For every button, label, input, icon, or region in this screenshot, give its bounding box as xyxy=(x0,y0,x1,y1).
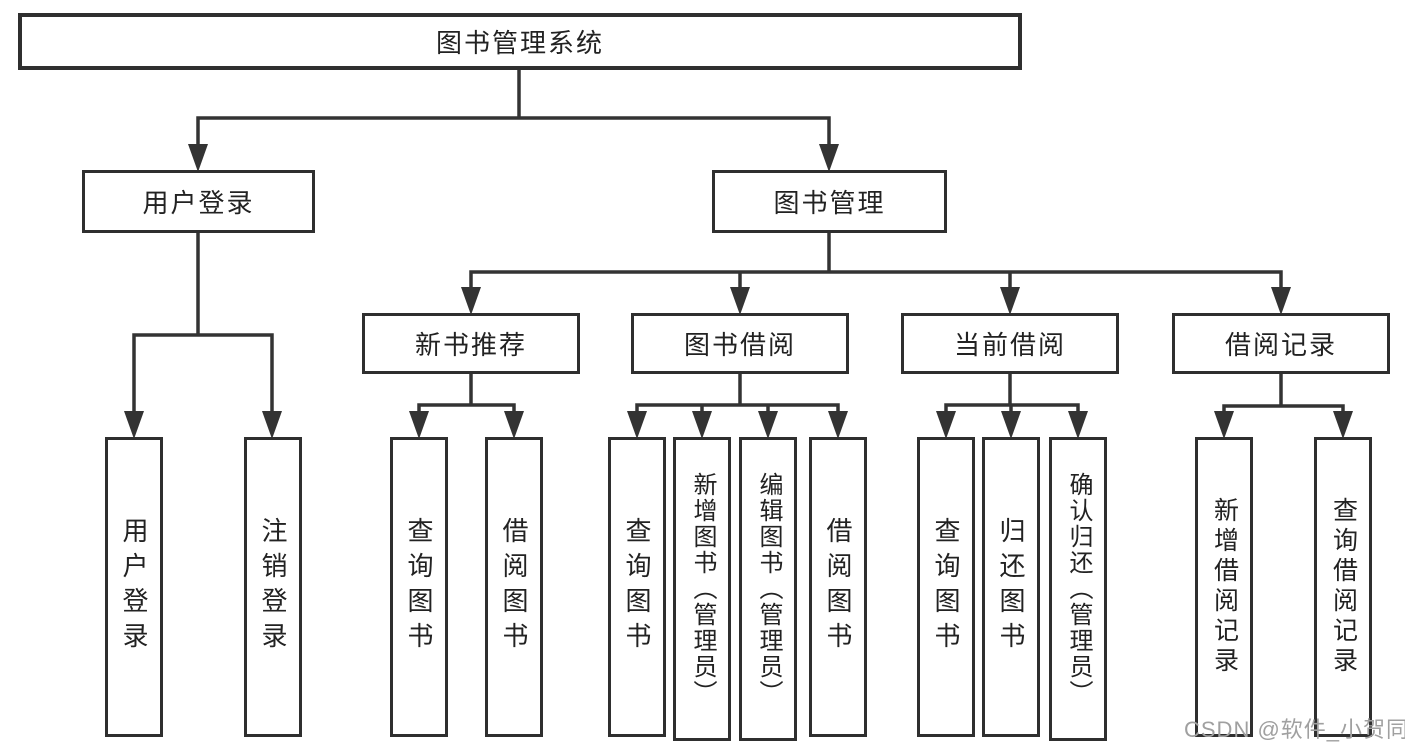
node-label: 图书管理 xyxy=(773,188,886,218)
arrowheads-current xyxy=(936,411,1088,439)
arrowhead-icon xyxy=(1271,287,1291,315)
arrowhead-icon xyxy=(1068,411,1088,439)
arrowhead-icon xyxy=(262,411,282,439)
arrowhead-icon xyxy=(828,411,848,439)
node-label: 图书管理系统 xyxy=(435,28,604,58)
arrowheads-record xyxy=(1214,411,1353,439)
leaf-borrow-books: 借阅图书 xyxy=(809,437,867,737)
arrowheads-root xyxy=(188,144,839,172)
node-label: 查询借阅记录 xyxy=(1329,497,1358,677)
node-label: 新增借阅记录 xyxy=(1210,497,1239,677)
node-label: 注销登录 xyxy=(258,517,288,657)
arrowhead-icon xyxy=(730,287,750,315)
arrowhead-icon xyxy=(1333,411,1353,439)
arrowheads-user-login xyxy=(124,411,282,439)
node-label: 编辑图书（管理员） xyxy=(755,472,782,706)
node-label: 新增图书（管理员） xyxy=(689,472,716,706)
arrowheads-new-rec xyxy=(409,411,524,439)
arrowhead-icon xyxy=(1214,411,1234,439)
leaf-confirm-return-admin: 确认归还（管理员） xyxy=(1049,437,1107,741)
leaf-user-login: 用户登录 xyxy=(105,437,163,737)
node-borrowing-records: 借阅记录 xyxy=(1172,313,1390,374)
leaf-return-books: 归还图书 xyxy=(982,437,1040,737)
node-label: 查询图书 xyxy=(404,517,434,657)
node-book-management: 图书管理 xyxy=(712,170,947,233)
arrowhead-icon xyxy=(1000,287,1020,315)
watermark: CSDN @软件_小贺同学 xyxy=(1184,717,1405,742)
node-label: 当前借阅 xyxy=(953,330,1066,360)
node-label: 归还图书 xyxy=(996,517,1026,657)
connector-record xyxy=(1222,371,1345,413)
node-current-borrowing: 当前借阅 xyxy=(901,313,1119,374)
leaf-query-books: 查询图书 xyxy=(608,437,666,737)
connector-user-login xyxy=(132,230,274,413)
node-label: 确认归还（管理员） xyxy=(1065,472,1092,706)
leaf-borrow-books: 借阅图书 xyxy=(485,437,543,737)
leaf-query-books: 查询图书 xyxy=(917,437,975,737)
arrowheads-borrow xyxy=(627,411,848,439)
leaf-query-books: 查询图书 xyxy=(390,437,448,737)
node-label: 借阅图书 xyxy=(499,517,529,657)
arrowhead-icon xyxy=(188,144,208,172)
connector-current xyxy=(944,371,1080,413)
node-label: 借阅记录 xyxy=(1224,330,1337,360)
node-user-login: 用户登录 xyxy=(82,170,315,233)
node-book-borrowing: 图书借阅 xyxy=(631,313,849,374)
node-label: 查询图书 xyxy=(931,517,961,657)
arrowhead-icon xyxy=(504,411,524,439)
node-label: 用户登录 xyxy=(119,517,149,657)
node-label: 借阅图书 xyxy=(823,517,853,657)
arrowhead-icon xyxy=(692,411,712,439)
arrowhead-icon xyxy=(627,411,647,439)
leaf-add-borrow-record: 新增借阅记录 xyxy=(1195,437,1253,737)
leaf-add-book-admin: 新增图书（管理员） xyxy=(673,437,731,741)
leaf-query-borrow-record: 查询借阅记录 xyxy=(1314,437,1372,737)
connector-book-mgmt xyxy=(469,230,1283,291)
connector-borrow xyxy=(635,371,840,413)
arrowhead-icon xyxy=(936,411,956,439)
node-library-management-system: 图书管理系统 xyxy=(18,13,1022,70)
node-label: 查询图书 xyxy=(622,517,652,657)
leaf-logout: 注销登录 xyxy=(244,437,302,737)
node-label: 图书借阅 xyxy=(683,330,796,360)
connector-new-rec xyxy=(417,371,516,413)
arrowhead-icon xyxy=(124,411,144,439)
connector-root xyxy=(196,67,831,148)
arrowheads-book-mgmt xyxy=(461,287,1291,315)
arrowhead-icon xyxy=(758,411,778,439)
node-label: 新书推荐 xyxy=(414,330,527,360)
node-label: 用户登录 xyxy=(142,188,255,218)
arrowhead-icon xyxy=(409,411,429,439)
node-new-book-recommend: 新书推荐 xyxy=(362,313,580,374)
arrowhead-icon xyxy=(461,287,481,315)
arrowhead-icon xyxy=(819,144,839,172)
leaf-edit-book-admin: 编辑图书（管理员） xyxy=(739,437,797,741)
arrowhead-icon xyxy=(1001,411,1021,439)
